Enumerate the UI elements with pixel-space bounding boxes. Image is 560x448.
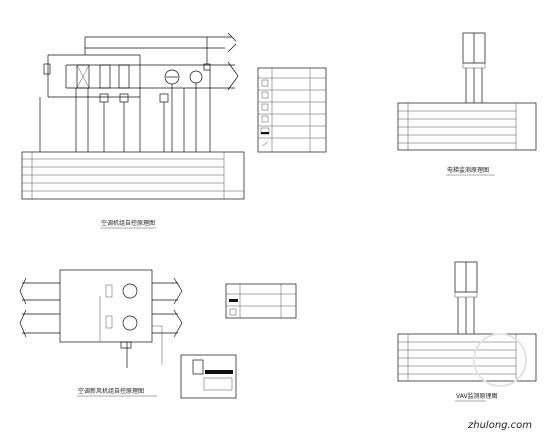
mixing-damper-icon [43,63,51,75]
humidifier-valve-icon [159,93,169,103]
supply-arrow [173,277,183,305]
filter-icon [76,64,90,89]
damper-icon [229,299,238,302]
elevator-io-table [397,102,537,151]
fresh-air-title: 空调新风机组自控原理图 [78,387,144,395]
fresh-air-unit-box [59,269,153,343]
vav-title: VAV监测原理图 [456,392,498,400]
ahu-title: 空调机组自控原理图 [101,219,155,227]
control-point-icon [120,341,132,349]
intake-arrow [19,309,27,338]
exhaust-fan-icon [122,315,138,331]
controller-screen-icon [192,359,204,375]
hot-water-valve-icon [119,93,129,103]
supply-fan-icon [122,283,138,299]
return-arrow [173,309,183,338]
watermark-text: zhulong.com [467,420,532,431]
switch-icon [261,141,269,147]
ahu-schematic: 空调机组自控原理图 [21,32,245,229]
chilled-water-valve-icon [99,93,109,103]
elevator-schematic: 电梯监测原理图 [397,32,537,176]
filter-icon [105,315,113,329]
elevator-title: 电梯监测原理图 [447,166,489,174]
vav-io-table [397,333,537,382]
legend-table-2 [225,283,297,319]
sensor-icon [261,79,269,87]
pressure-switch-icon [229,308,237,316]
watermark-logo-icon [473,333,527,387]
duct-arrow [227,32,237,42]
io-point-table [21,151,245,200]
differential-pressure-icon [261,103,269,111]
sensor-icon [261,91,269,99]
supply-arrow [227,61,239,91]
vav-schematic: VAV监测原理图 [397,261,537,402]
ddc-controller [180,354,237,399]
io-terminals [203,377,233,391]
heat-recovery-icon [105,284,113,298]
fan-icon [261,132,269,134]
exhaust-arrow [19,277,27,305]
legend-table-1 [257,67,327,153]
fresh-air-schematic: 空调新风机组自控原理图 [19,269,237,399]
heating-coil-icon [118,64,130,89]
fan-icon [189,70,203,84]
signal-lines [39,70,211,152]
terminal-strip-icon [205,370,233,374]
filter-icon [261,115,269,123]
cooling-coil-icon [99,64,111,89]
